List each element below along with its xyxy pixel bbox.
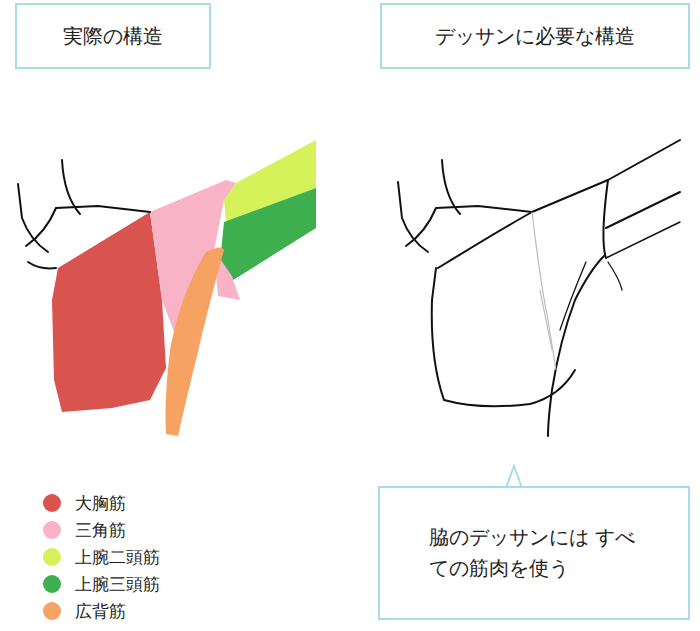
legend-item: 上腕三頭筋: [43, 572, 160, 596]
left-outline: [18, 160, 150, 268]
callout-box: 脇のデッサンには すべての筋肉を使う: [378, 486, 690, 620]
legend-label: 広背筋: [75, 599, 126, 624]
legend-label: 上腕二頭筋: [75, 545, 160, 570]
panel-title: デッサンに必要な構造: [435, 22, 635, 51]
legend-item: 広背筋: [43, 599, 126, 623]
legend-swatch: [43, 575, 61, 593]
legend-label: 上腕三頭筋: [75, 572, 160, 597]
title-box: 実際の構造: [15, 3, 211, 69]
title-box: デッサンに必要な構造: [380, 3, 690, 69]
legend-swatch: [43, 521, 61, 539]
legend-label: 大胸筋: [75, 491, 126, 516]
legend-item: 大胸筋: [43, 491, 126, 515]
legend-swatch: [43, 548, 61, 566]
legend-item: 三角筋: [43, 518, 126, 542]
callout-text: 脇のデッサンには すべての筋肉を使う: [429, 522, 639, 584]
faint-guides: [532, 212, 556, 370]
callout-pointer: [506, 466, 522, 488]
panel-title: 実際の構造: [63, 22, 163, 51]
colored-muscles: [52, 140, 316, 436]
legend-swatch: [43, 602, 61, 620]
legend-item: 上腕二頭筋: [43, 545, 160, 569]
right-outline: [398, 140, 680, 436]
triceps-region: [220, 188, 316, 282]
pectoral-region: [52, 212, 166, 412]
legend-label: 三角筋: [75, 518, 126, 543]
legend-swatch: [43, 494, 61, 512]
latissimus-region: [166, 247, 225, 436]
